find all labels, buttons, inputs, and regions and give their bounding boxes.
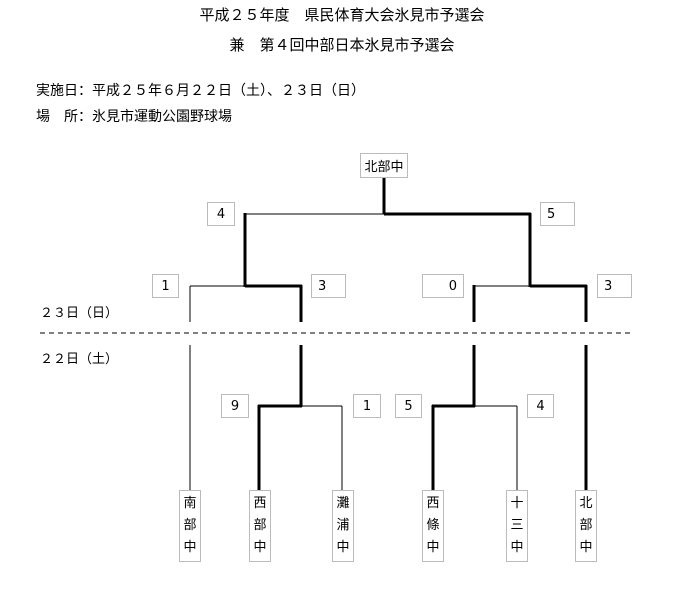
team-char: 灘	[336, 496, 350, 511]
team-char: 中	[253, 540, 267, 555]
team-nadaura: 灘浦中	[332, 490, 354, 562]
team-char: 西	[426, 496, 440, 511]
team-char: 部	[579, 518, 593, 533]
title-line-2: 兼 第４回中部日本氷見市予選会	[229, 36, 455, 54]
score-semi2-right: 3	[597, 274, 632, 298]
team-char: 北	[579, 496, 593, 511]
team-char: 西	[253, 496, 267, 511]
team-char: 中	[183, 540, 197, 555]
champion-box: 北部中	[360, 153, 408, 178]
team-char: 南	[183, 496, 197, 511]
score-semi1-left: 1	[152, 274, 179, 298]
team-char: 三	[510, 518, 524, 533]
score-final-left: 4	[207, 202, 235, 226]
title-line-1: 平成２５年度 県民体育大会氷見市予選会	[199, 6, 485, 24]
team-char: 中	[579, 540, 593, 555]
team-char: 浦	[336, 518, 350, 533]
team-char: 中	[336, 540, 350, 555]
team-char: 部	[183, 518, 197, 533]
score-semi2-left: 0	[422, 274, 464, 298]
team-char: 十	[510, 496, 524, 511]
score-qf1-right: 1	[353, 394, 381, 418]
team-hokubu: 北部中	[575, 490, 597, 562]
score-qf1-left: 9	[221, 394, 249, 418]
day2-label: ２３日（日）	[40, 306, 119, 321]
team-char: 中	[426, 540, 440, 555]
team-char: 部	[253, 518, 267, 533]
score-semi1-right: 3	[311, 274, 346, 298]
day1-label: ２２日（土）	[40, 352, 119, 367]
team-seibu: 西部中	[249, 490, 271, 562]
team-char: 條	[426, 518, 440, 533]
event-venue: 場 所：氷見市運動公園野球場	[36, 109, 232, 125]
event-date: 実施日：平成２５年６月２２日（土）、２３日（日）	[36, 83, 365, 99]
score-qf2-left: 5	[395, 394, 422, 418]
team-saijo: 西條中	[422, 490, 444, 562]
team-nanbu: 南部中	[179, 490, 201, 562]
team-jusan: 十三中	[506, 490, 528, 562]
score-qf2-right: 4	[527, 394, 554, 418]
team-char: 中	[510, 540, 524, 555]
score-final-right: 5	[540, 202, 575, 226]
